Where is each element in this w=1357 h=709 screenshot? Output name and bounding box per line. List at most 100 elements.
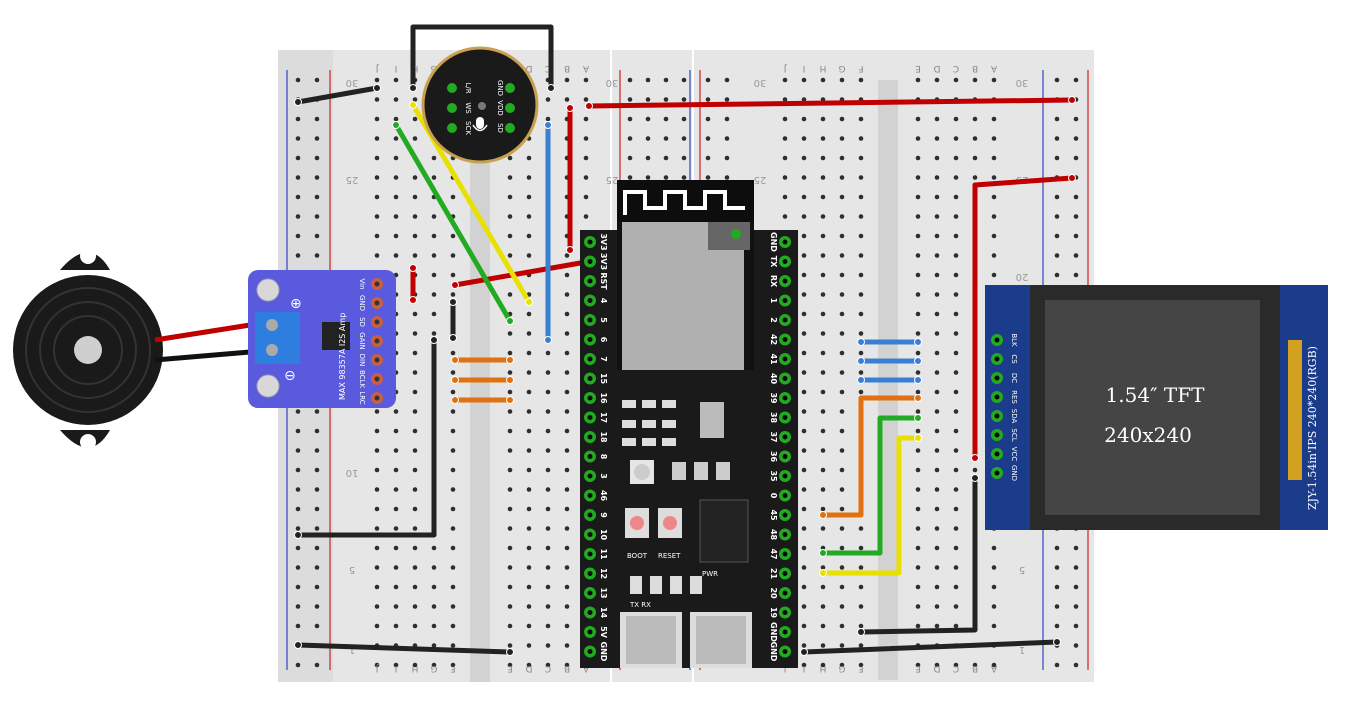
breadboard-hole	[858, 214, 864, 219]
breadboard-hole	[1073, 116, 1079, 122]
breadboard-hole	[953, 77, 959, 83]
breadboard-hole	[820, 487, 826, 492]
wire-red-tft-vcc-end	[971, 454, 979, 462]
breadboard-hole	[663, 136, 669, 141]
breadboard-hole	[393, 487, 399, 492]
breadboard-hole	[839, 565, 845, 570]
breadboard-hole	[953, 253, 959, 258]
row-label: F	[858, 663, 863, 673]
wire-black-bottom-right-end	[1053, 638, 1061, 646]
breadboard-hole	[839, 272, 845, 278]
wire-green-tft	[820, 415, 921, 556]
wire-green-mic-sck-end	[506, 317, 514, 325]
breadboard-hole	[953, 545, 959, 551]
breadboard-hole	[801, 350, 807, 356]
breadboard-hole	[526, 175, 532, 180]
breadboard-hole	[820, 350, 826, 356]
amp-pin-label: DIN	[358, 354, 366, 367]
breadboard-hole	[374, 77, 380, 83]
esp-pin-hole	[587, 298, 593, 303]
breadboard-hole	[934, 604, 940, 609]
breadboard-hole	[820, 428, 826, 434]
breadboard-hole	[526, 311, 532, 317]
breadboard-hole	[839, 331, 845, 336]
breadboard-hole	[374, 214, 380, 219]
esp-pin-hole	[782, 649, 788, 654]
breadboard-hole	[972, 77, 978, 83]
breadboard-hole	[295, 506, 301, 512]
wire-orange-amp-2-end	[506, 376, 514, 384]
esp-pin-label: 13	[599, 587, 608, 598]
esp-pin-hole	[782, 317, 788, 323]
breadboard-hole	[858, 272, 864, 278]
breadboard-hole	[991, 272, 997, 278]
breadboard-hole	[526, 409, 532, 414]
amp-pin-hole	[374, 281, 380, 287]
esp-pin-label: 4	[599, 298, 608, 304]
breadboard-hole	[314, 487, 320, 492]
tft-pin-hole	[994, 470, 1000, 476]
breadboard-hole	[953, 448, 959, 453]
breadboard-hole	[1054, 214, 1060, 219]
esp-pin-label: 21	[769, 568, 778, 580]
esp-pin-label: 3V3	[599, 233, 608, 250]
breadboard-hole	[991, 545, 997, 551]
breadboard-hole	[564, 428, 570, 434]
esp-pin-label: 17	[599, 412, 608, 423]
mic-pin-label: SD	[496, 123, 504, 133]
breadboard-hole	[295, 175, 301, 180]
breadboard-hole	[412, 194, 418, 200]
row-label: D	[933, 663, 940, 673]
breadboard-hole	[839, 623, 845, 629]
breadboard-hole	[431, 155, 437, 161]
esp-pin-hole	[587, 278, 593, 284]
breadboard-hole	[564, 311, 570, 317]
breadboard-hole	[450, 584, 456, 590]
breadboard-hole	[374, 116, 380, 122]
breadboard-hole	[545, 545, 551, 551]
amp-label: MAX 98357A I2S Amp	[338, 313, 347, 400]
esp-pin-label: 37	[769, 431, 778, 442]
tft-pin-label: GND	[1010, 465, 1018, 481]
wire-blue-tft-2-end	[857, 357, 865, 365]
breadboard-hole	[314, 253, 320, 258]
column-number: 1	[1019, 644, 1025, 655]
breadboard-hole	[681, 116, 687, 122]
column-number: 10	[346, 467, 359, 478]
breadboard-hole	[858, 136, 864, 141]
breadboard-hole	[820, 662, 826, 668]
breadboard-hole	[934, 584, 940, 590]
breadboard-hole	[839, 643, 845, 648]
breadboard-hole	[295, 448, 301, 453]
tft-side-label: ZJY-1.54in'IPS 240*240(RGB)	[1306, 346, 1319, 510]
smd-components	[622, 400, 730, 594]
breadboard-hole	[374, 409, 380, 414]
esp-pin-label: 41	[769, 353, 778, 365]
breadboard-hole	[782, 136, 788, 141]
wire-orange-amp-2-end	[451, 376, 459, 384]
wire-black-short-end	[449, 298, 457, 306]
breadboard-hole	[934, 116, 940, 122]
breadboard-hole	[564, 565, 570, 570]
breadboard-hole	[839, 214, 845, 219]
breadboard-hole	[991, 565, 997, 570]
breadboard-hole	[858, 370, 864, 375]
esp-pin-label: 40	[769, 373, 778, 385]
breadboard-hole	[450, 545, 456, 551]
breadboard-hole	[991, 623, 997, 629]
breadboard-hole	[431, 643, 437, 648]
mic-pin	[447, 123, 457, 133]
breadboard-hole	[991, 175, 997, 180]
esp-pin-hole	[587, 571, 593, 576]
breadboard-hole	[526, 428, 532, 434]
mic-pin	[505, 83, 515, 93]
breadboard-hole	[627, 97, 633, 102]
breadboard-hole	[374, 545, 380, 551]
esp-pin-label: 42	[769, 334, 778, 345]
breadboard-hole	[705, 116, 711, 122]
breadboard-hole	[972, 662, 978, 668]
tft-pin-label: DC	[1010, 373, 1018, 383]
breadboard-hole	[801, 526, 807, 531]
breadboard-hole	[526, 604, 532, 609]
